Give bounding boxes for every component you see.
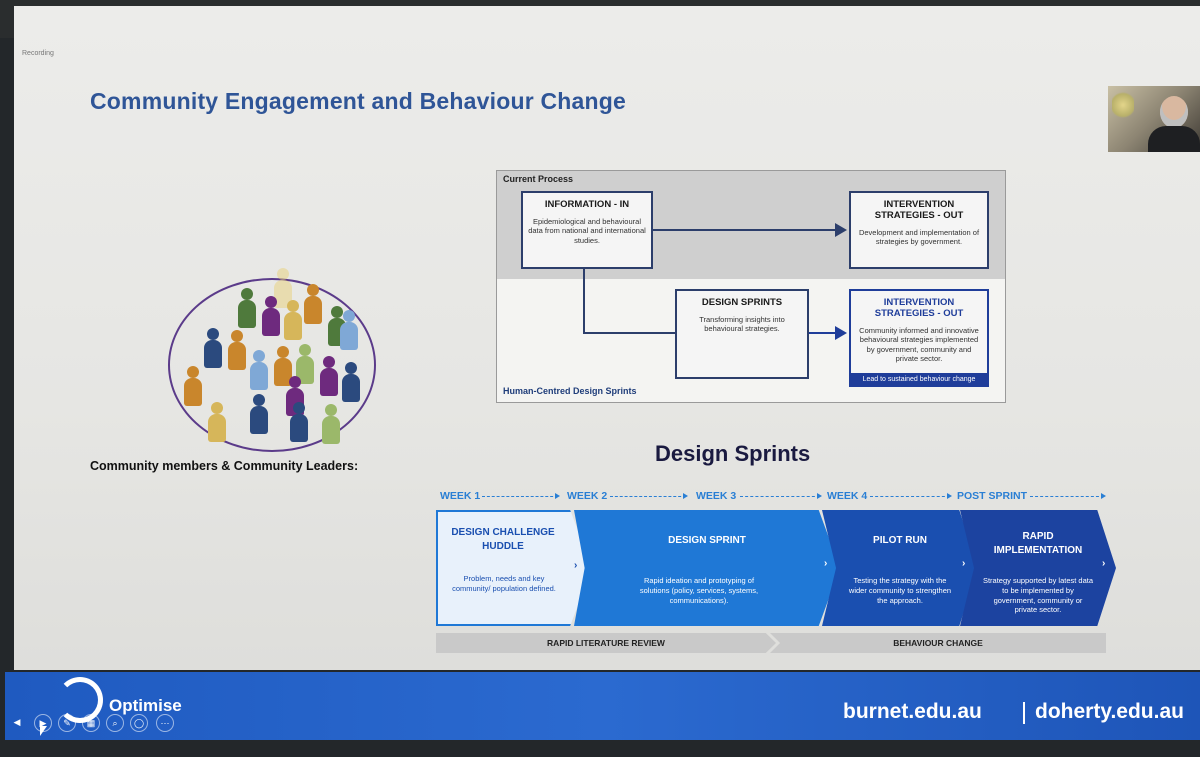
stage-desc: Strategy supported by latest data to be … xyxy=(982,576,1094,615)
person-figure xyxy=(322,404,340,444)
person-figure xyxy=(296,344,314,384)
week-arrow xyxy=(870,493,952,499)
person-figure xyxy=(238,288,256,328)
slides-grid-icon[interactable]: ▦ xyxy=(82,714,100,732)
presenter-body xyxy=(1148,126,1200,152)
stage-rapid-implementation: RAPID IMPLEMENTATION Strategy supported … xyxy=(960,510,1116,626)
week-arrow xyxy=(610,493,688,499)
burnet-site-link[interactable]: burnet.edu.au xyxy=(843,700,982,723)
person-figure xyxy=(262,296,280,336)
strategies-out-current-desc: Development and implementation of strate… xyxy=(858,228,980,247)
person-figure xyxy=(320,356,338,396)
stage-title: DESIGN SPRINT xyxy=(668,535,746,546)
chevron-right-icon: › xyxy=(962,558,966,569)
arrow-head xyxy=(835,223,847,237)
person-figure xyxy=(228,330,246,370)
connector-line xyxy=(583,332,675,334)
person-figure xyxy=(304,284,322,324)
person-figure xyxy=(184,366,202,406)
stage-design-challenge-huddle: DESIGN CHALLENGE HUDDLE Problem, needs a… xyxy=(436,510,592,626)
mouse-cursor-icon xyxy=(40,726,47,736)
zoom-icon[interactable]: ⌕ xyxy=(106,714,124,732)
person-figure xyxy=(250,394,268,434)
week-label: WEEK 2 xyxy=(567,490,608,502)
person-figure xyxy=(340,310,358,350)
stage-pilot-run: PILOT RUN Testing the strategy with the … xyxy=(822,510,978,626)
rapid-literature-review-band: RAPID LITERATURE REVIEW xyxy=(436,633,776,653)
design-sprints-box-desc: Transforming insights into behavioural s… xyxy=(699,315,785,334)
site-divider xyxy=(1023,702,1025,724)
connector-line xyxy=(653,229,837,231)
information-in-box: INFORMATION - IN Epidemiological and beh… xyxy=(521,191,653,269)
process-diagram: Current Process Human-Centred Design Spr… xyxy=(496,170,1006,403)
connector-line xyxy=(583,269,585,333)
chevron-right-icon: › xyxy=(1102,558,1106,569)
chevron-right-icon: › xyxy=(824,558,828,569)
people-caption: Community members & Community Leaders: xyxy=(90,459,359,473)
chevron-right-icon: › xyxy=(574,560,578,571)
strategies-out-current-title: INTERVENTION STRATEGIES - OUT xyxy=(874,199,964,221)
prev-slide-icon[interactable]: ◀ xyxy=(13,717,21,727)
week-arrow xyxy=(740,493,822,499)
stage-desc: Problem, needs and key community/ popula… xyxy=(452,574,556,593)
stage-title: RAPID IMPLEMENTATION xyxy=(993,531,1083,556)
community-people-illustration xyxy=(168,268,376,452)
person-figure xyxy=(274,268,292,308)
doherty-site-link[interactable]: doherty.edu.au xyxy=(1035,700,1184,723)
current-process-label: Current Process xyxy=(503,174,574,184)
pen-icon[interactable]: ✎ xyxy=(58,714,76,732)
week-arrow xyxy=(1030,493,1106,499)
connector-line xyxy=(809,332,837,334)
presenter-head xyxy=(1160,96,1188,128)
slide-title: Community Engagement and Behaviour Chang… xyxy=(90,88,626,114)
lead-to-change-bar: Lead to sustained behaviour change xyxy=(849,373,989,387)
stage-desc: Testing the strategy with the wider comm… xyxy=(848,576,952,605)
webcam-thumbnail[interactable] xyxy=(1108,86,1200,152)
optimise-logo-text: Optimise xyxy=(109,696,182,715)
person-figure xyxy=(208,402,226,442)
recording-label: Recording xyxy=(22,50,54,57)
strategies-out-hcd-desc: Community informed and innovative behavi… xyxy=(859,326,979,364)
person-figure xyxy=(284,300,302,340)
strategies-out-hcd-title: INTERVENTION STRATEGIES - OUT xyxy=(874,297,964,319)
person-figure xyxy=(274,346,292,386)
strategies-out-hcd-box: INTERVENTION STRATEGIES - OUT Community … xyxy=(849,289,989,387)
arrow-head xyxy=(835,326,847,340)
human-centred-label: Human-Centred Design Sprints xyxy=(503,386,637,396)
webcam-plant xyxy=(1112,90,1134,120)
behaviour-change-band: BEHAVIOUR CHANGE xyxy=(770,633,1106,653)
week-arrow xyxy=(482,493,560,499)
information-in-desc: Epidemiological and behavioural data fro… xyxy=(528,217,646,245)
optimise-logo-icon xyxy=(57,677,103,723)
stage-title: DESIGN CHALLENGE HUDDLE xyxy=(451,527,555,552)
stage-desc: Rapid ideation and prototyping of soluti… xyxy=(639,576,759,605)
week-label: WEEK 3 xyxy=(696,490,737,502)
person-figure xyxy=(204,328,222,368)
stage-design-sprint: DESIGN SPRINT Rapid ideation and prototy… xyxy=(574,510,840,626)
person-figure xyxy=(342,362,360,402)
week-label: WEEK 1 xyxy=(440,490,481,502)
information-in-title: INFORMATION - IN xyxy=(544,199,630,210)
stage-title: PILOT RUN xyxy=(873,535,927,546)
week-label: WEEK 4 xyxy=(827,490,868,502)
strategies-out-current-box: INTERVENTION STRATEGIES - OUT Developmen… xyxy=(849,191,989,269)
design-sprints-title: Design Sprints xyxy=(655,441,811,466)
slide-footer: Optimise burnet.edu.au doherty.edu.au xyxy=(5,672,1200,740)
person-figure xyxy=(290,402,308,442)
design-sprints-box: DESIGN SPRINTS Transforming insights int… xyxy=(675,289,809,379)
pointer-icon[interactable]: ◯ xyxy=(130,714,148,732)
design-sprints-box-title: DESIGN SPRINTS xyxy=(701,297,783,308)
person-figure xyxy=(250,350,268,390)
more-options-icon[interactable]: ⋯ xyxy=(156,714,174,732)
week-label: POST SPRINT xyxy=(957,490,1028,502)
